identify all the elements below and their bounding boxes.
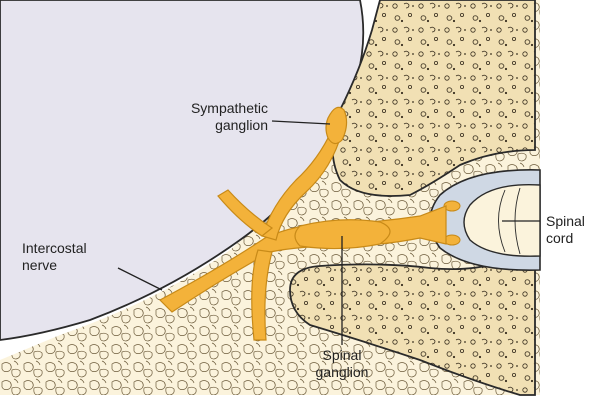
label-intercostal-line2: nerve (22, 257, 58, 273)
upper-branch (217, 189, 274, 237)
nerves (159, 106, 447, 341)
label-spinal-ganglion-line2: ganglion (315, 364, 369, 380)
label-spinal-cord-line1: Spinal (546, 213, 585, 229)
label-sympathetic-ganglion: Sympathetic ganglion (150, 100, 268, 134)
label-intercostal-line1: Intercostal (22, 240, 87, 256)
label-sympathetic-line2: ganglion (215, 117, 268, 133)
dorsal-root (443, 200, 461, 212)
descending-branch (251, 249, 273, 341)
label-intercostal-nerve: Intercostal nerve (22, 240, 87, 274)
leader-intercostal (117, 267, 163, 291)
leader-lines (117, 120, 540, 345)
leader-sympathetic (271, 120, 331, 125)
vertebral-arch (289, 254, 536, 396)
label-spinal-ganglion-line1: Spinal (322, 347, 362, 363)
label-spinal-cord-line2: cord (546, 230, 574, 246)
spinal-ganglion-shape (294, 219, 391, 250)
label-spinal-cord: Spinal cord (546, 213, 585, 247)
label-sympathetic-line1: Sympathetic (190, 100, 268, 116)
label-spinal-ganglion: Spinal ganglion (300, 347, 384, 381)
vertebral-body (331, 0, 536, 197)
sympathetic-ganglion-shape (325, 106, 348, 145)
